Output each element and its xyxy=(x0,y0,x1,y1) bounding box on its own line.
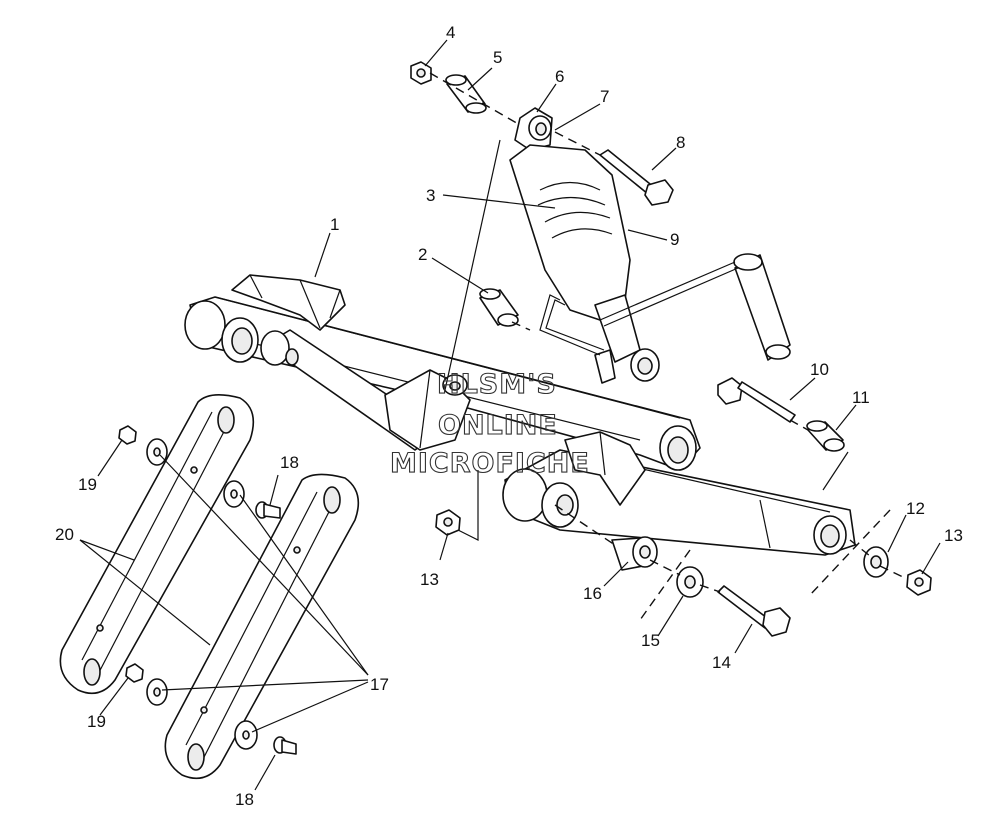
callout-17: 17 xyxy=(370,675,389,694)
callout-4: 4 xyxy=(446,23,455,42)
spacer-part-5 xyxy=(445,74,487,114)
spacer-part-11 xyxy=(806,420,845,452)
callout-18-top: 18 xyxy=(280,453,299,472)
bolt-part-14 xyxy=(717,585,791,637)
callout-labels: 1 2 3 4 5 6 7 8 9 10 11 12 13 13 14 15 1… xyxy=(55,23,963,809)
spacer-part-2 xyxy=(479,288,519,327)
watermark-line-3: MICROFICHE xyxy=(390,448,590,479)
watermark-line-1: HLSM'S xyxy=(437,369,557,400)
nut-part-19-bottom xyxy=(125,663,144,683)
washer-part-17-top xyxy=(146,438,168,466)
nut-part-19-top xyxy=(118,425,137,445)
callout-16: 16 xyxy=(583,584,602,603)
callout-14: 14 xyxy=(712,653,731,672)
callout-11: 11 xyxy=(852,388,870,407)
nut-part-13-left xyxy=(435,509,461,536)
nut-part-13-right xyxy=(906,569,932,596)
washer-part-17-mid xyxy=(223,480,245,508)
callout-5: 5 xyxy=(493,48,502,67)
shock-absorber xyxy=(509,107,791,384)
callout-18-bottom: 18 xyxy=(235,790,254,809)
callout-8: 8 xyxy=(676,133,685,152)
spacer-part-16 xyxy=(611,536,658,571)
washer-part-15 xyxy=(676,566,704,598)
callout-7: 7 xyxy=(600,87,609,106)
leader-lines xyxy=(79,39,941,791)
callout-19-top: 19 xyxy=(78,475,97,494)
callout-9: 9 xyxy=(670,230,679,249)
callout-10: 10 xyxy=(810,360,829,379)
watermark-line-2: ONLINE xyxy=(438,410,558,441)
callout-20: 20 xyxy=(55,525,74,544)
callout-15: 15 xyxy=(641,631,660,650)
bolt-part-8 xyxy=(599,149,674,206)
center-bracket xyxy=(384,369,471,451)
bolt-part-18-top xyxy=(255,501,281,519)
nut-part-4 xyxy=(410,61,432,85)
bolt-part-10 xyxy=(717,377,796,423)
watermark: HLSM'S ONLINE MICROFICHE xyxy=(389,368,590,479)
bolt-part-18-bottom xyxy=(273,736,297,755)
callout-13-left: 13 xyxy=(420,570,439,589)
callout-1: 1 xyxy=(330,215,339,234)
callout-13-right: 13 xyxy=(944,526,963,545)
callout-12: 12 xyxy=(906,499,925,518)
link-left xyxy=(59,394,255,695)
washer-part-12 xyxy=(863,546,889,578)
washer-part-17-lower xyxy=(146,678,168,706)
callout-19-bottom: 19 xyxy=(87,712,106,731)
callout-2: 2 xyxy=(418,245,427,264)
washer-part-17-bottom xyxy=(234,720,258,750)
lower-arm xyxy=(502,431,856,556)
assembly-axes xyxy=(429,72,906,621)
callout-3: 3 xyxy=(426,186,435,205)
link-right xyxy=(164,473,360,780)
callout-6: 6 xyxy=(555,67,564,86)
